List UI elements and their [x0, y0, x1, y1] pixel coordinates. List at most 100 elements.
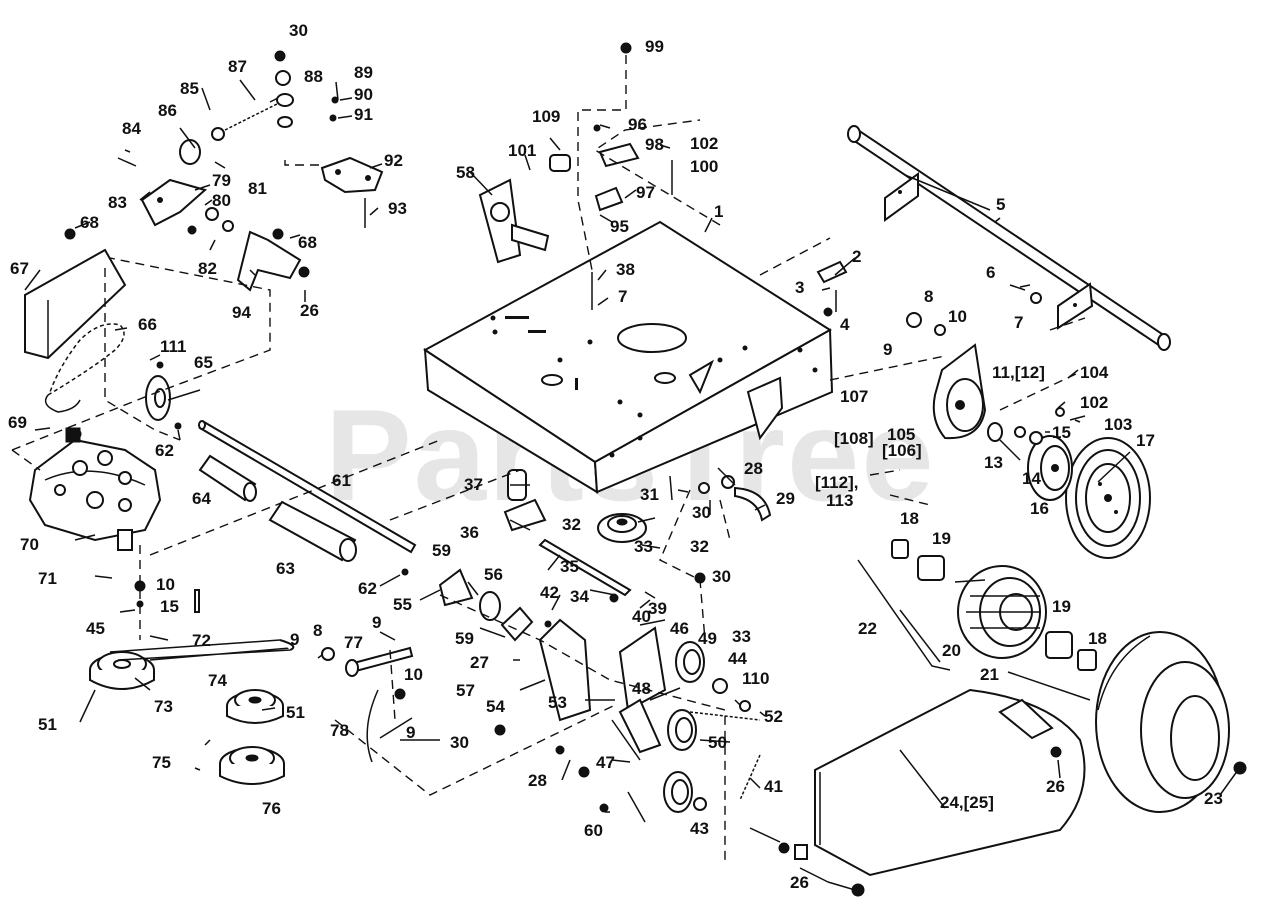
tube-63[interactable] — [268, 500, 357, 562]
idler-50[interactable] — [667, 709, 697, 751]
part-callout-c28b[interactable]: 28 — [528, 771, 547, 790]
part-callout-c59b[interactable]: 59 — [455, 629, 474, 648]
fender[interactable] — [814, 688, 1086, 877]
part-callout-c63[interactable]: 63 — [276, 559, 295, 578]
part-callout-c26c[interactable]: 26 — [790, 873, 809, 892]
part-callout-c60[interactable]: 60 — [584, 821, 603, 840]
part-callout-c55[interactable]: 55 — [393, 595, 412, 614]
pulley-33[interactable] — [597, 513, 647, 543]
shield-67[interactable] — [24, 248, 127, 360]
part-callout-c9c[interactable]: 9 — [372, 613, 381, 632]
part-callout-c22[interactable]: 22 — [858, 619, 877, 638]
part-callout-c92[interactable]: 92 — [384, 151, 403, 170]
part-callout-c38[interactable]: 38 — [616, 260, 635, 279]
part-callout-c111[interactable]: 111 — [160, 337, 187, 356]
belt-72[interactable] — [109, 639, 295, 661]
idler-lower[interactable] — [663, 771, 693, 813]
part-callout-c1[interactable]: 1 — [714, 202, 723, 221]
rod-78[interactable] — [366, 689, 379, 763]
rear-axle-bar[interactable] — [847, 125, 1171, 351]
part-callout-c85[interactable]: 85 — [180, 79, 199, 98]
part-callout-c43[interactable]: 43 — [690, 819, 709, 838]
plate-92[interactable] — [320, 156, 384, 194]
part-callout-c40[interactable]: 40 — [632, 607, 651, 626]
part-callout-c49[interactable]: 49 — [698, 629, 717, 648]
part-callout-c81[interactable]: 81 — [248, 179, 267, 198]
part-callout-c84[interactable]: 84 — [122, 119, 141, 138]
part-callout-c27[interactable]: 27 — [470, 653, 489, 672]
part-callout-c24[interactable]: 24,[25] — [940, 793, 994, 812]
part-callout-c32a[interactable]: 32 — [562, 515, 581, 534]
part-callout-c62a[interactable]: 62 — [155, 441, 174, 460]
part-callout-c26a[interactable]: 26 — [300, 301, 319, 320]
part-callout-c96[interactable]: 96 — [628, 115, 647, 134]
part-callout-c101[interactable]: 101 — [508, 141, 536, 160]
link-77[interactable] — [345, 646, 414, 677]
part-callout-c52[interactable]: 52 — [764, 707, 783, 726]
part-callout-c89[interactable]: 89 — [354, 63, 373, 82]
spring-87[interactable] — [224, 99, 286, 131]
part-callout-c93[interactable]: 93 — [388, 199, 407, 218]
part-callout-c54[interactable]: 54 — [486, 697, 505, 716]
part-callout-c8b[interactable]: 8 — [313, 621, 322, 640]
part-callout-c34[interactable]: 34 — [570, 587, 589, 606]
part-callout-c78[interactable]: 78 — [330, 721, 349, 740]
part-callout-c59a[interactable]: 59 — [432, 541, 451, 560]
hardware-bolts[interactable] — [64, 42, 1247, 897]
part-callout-c68a[interactable]: 68 — [80, 213, 99, 232]
part-callout-c45[interactable]: 45 — [86, 619, 105, 638]
part-callout-c21[interactable]: 21 — [980, 665, 999, 684]
part-callout-c56[interactable]: 56 — [484, 565, 503, 584]
part-callout-c30c[interactable]: 30 — [712, 567, 731, 586]
hub-16[interactable] — [1027, 435, 1073, 501]
part-callout-c32b[interactable]: 32 — [690, 537, 709, 556]
part-callout-c11[interactable]: 11,[12] — [992, 363, 1045, 382]
engine-pulley-73[interactable] — [89, 651, 155, 690]
wheel-rim[interactable] — [957, 565, 1047, 659]
part-callout-c42[interactable]: 42 — [540, 583, 559, 602]
part-callout-c39[interactable]: 39 — [648, 599, 667, 618]
part-callout-c6[interactable]: 6 — [986, 263, 995, 282]
part-callout-c74[interactable]: 74 — [208, 671, 227, 690]
brake-bracket[interactable] — [932, 343, 1003, 442]
part-callout-c36[interactable]: 36 — [460, 523, 479, 542]
bracket-94[interactable] — [236, 230, 302, 292]
part-callout-c100[interactable]: 100 — [690, 157, 718, 176]
part-callout-c102b[interactable]: 102 — [1080, 393, 1108, 412]
bracket-48[interactable] — [500, 606, 667, 754]
part-callout-c64[interactable]: 64 — [192, 489, 211, 508]
part-callout-c26b[interactable]: 26 — [1046, 777, 1065, 796]
part-callout-c70[interactable]: 70 — [20, 535, 39, 554]
part-callout-c73[interactable]: 73 — [154, 697, 173, 716]
part-callout-c15b[interactable]: 15 — [160, 597, 179, 616]
sprocket[interactable] — [145, 375, 171, 421]
transmission[interactable] — [28, 427, 162, 551]
part-callout-c77[interactable]: 77 — [344, 633, 363, 652]
part-callout-c72[interactable]: 72 — [192, 631, 211, 650]
part-callout-c30d[interactable]: 30 — [450, 733, 469, 752]
rod-29[interactable] — [734, 486, 772, 522]
part-callout-c108[interactable]: [108] — [834, 429, 874, 448]
bracket-58[interactable] — [478, 178, 550, 264]
part-callout-c69[interactable]: 69 — [8, 413, 27, 432]
part-callout-c103[interactable]: 103 — [1104, 415, 1132, 434]
chassis-frame[interactable] — [423, 220, 834, 494]
part-callout-c50[interactable]: 50 — [708, 733, 727, 752]
part-callout-c106[interactable]: [106] — [882, 441, 922, 460]
part-callout-c113[interactable]: 113 — [826, 491, 853, 510]
part-callout-c8a[interactable]: 8 — [924, 287, 933, 306]
part-callout-c68b[interactable]: 68 — [298, 233, 317, 252]
part-callout-c18a[interactable]: 18 — [900, 509, 919, 528]
part-callout-c33a[interactable]: 33 — [634, 537, 653, 556]
part-callout-c30a[interactable]: 30 — [289, 21, 308, 40]
part-callout-c2[interactable]: 2 — [852, 247, 861, 266]
part-callout-c10b[interactable]: 10 — [156, 575, 175, 594]
part-callout-c83[interactable]: 83 — [108, 193, 127, 212]
part-callout-c90[interactable]: 90 — [354, 85, 373, 104]
part-callout-c19a[interactable]: 19 — [932, 529, 951, 548]
part-callout-c61[interactable]: 61 — [332, 471, 351, 490]
part-callout-c98[interactable]: 98 — [645, 135, 664, 154]
part-callout-c4[interactable]: 4 — [840, 315, 850, 334]
part-callout-c18b[interactable]: 18 — [1088, 629, 1107, 648]
part-callout-c9a[interactable]: 9 — [883, 340, 892, 359]
